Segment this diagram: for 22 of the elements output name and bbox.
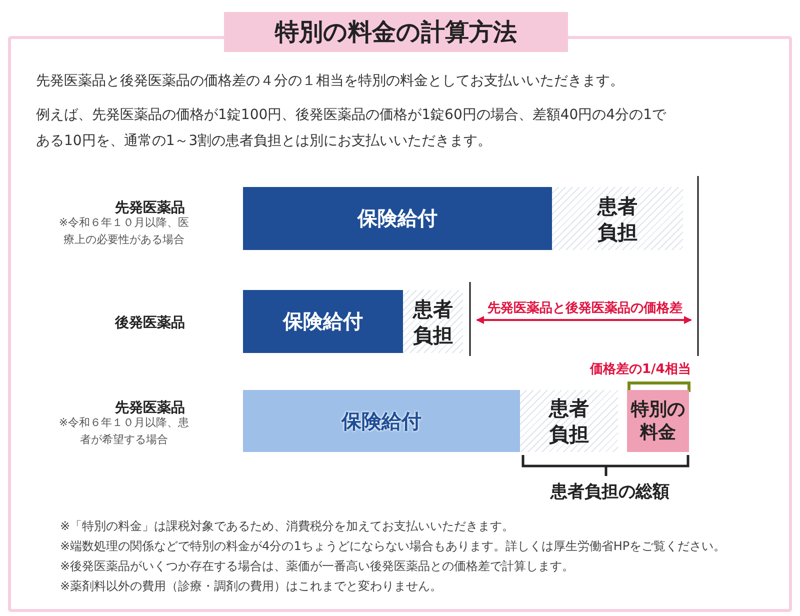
row-note: ※令和６年１０月以降、患者が希望する場合 <box>58 415 190 448</box>
intro-text: 先発医薬品と後発医薬品の価格差の４分の１相当を特別の料金としてお支払いいただきます。 <box>36 72 625 90</box>
footnote: ※端数処理の関係などで特別の料金が4分の1ちょうどにならない場合もあります。詳しくは厚生労働省HPをご覧ください。 <box>60 538 727 555</box>
row-note: ※令和６年１０月以降、医療上の必要性がある場合 <box>58 215 190 248</box>
price-gap-label: 先発医薬品と後発医薬品の価格差 <box>486 300 684 318</box>
example-text: 例えば、先発医薬品の価格が1錠100円、後発医薬品の価格が1錠60円の場合、差額40円の4分の1である10円を、通常の1～3割の患者負担とは別にお支払いいただきます。 <box>36 106 668 151</box>
row-title: 先発医薬品 <box>114 199 186 217</box>
total-copay-label: 患者負担の総額 <box>549 481 670 503</box>
title-banner: 特別の料金の計算方法 <box>224 12 568 52</box>
footnote: ※後発医薬品がいくつか存在する場合は、薬価が一番高い後発医薬品との価格差で計算します。 <box>60 558 576 575</box>
footnote: ※薬剤料以外の費用（診療・調剤の費用）はこれまでと変わりません。 <box>60 578 444 595</box>
insurance-benefit-bar: 保険給付 <box>243 390 520 452</box>
insurance-benefit-bar: 保険給付 <box>243 290 403 353</box>
row-title: 後発医薬品 <box>114 314 186 332</box>
footnote: ※「特別の料金」は課税対象であるため、消費税分を加えてお支払いいただきます。 <box>60 518 516 535</box>
patient-copay-bar: 患者負担 <box>552 187 683 250</box>
row-title: 先発医薬品 <box>114 399 186 416</box>
patient-copay-bar: 患者負担 <box>403 290 463 353</box>
quarter-gap-label: 価格差の1/4相当 <box>590 361 692 378</box>
special-fee-bar: 特別の料金 <box>627 390 689 452</box>
patient-copay-bar: 患者負担 <box>520 390 618 452</box>
insurance-benefit-bar: 保険給付 <box>243 187 552 250</box>
